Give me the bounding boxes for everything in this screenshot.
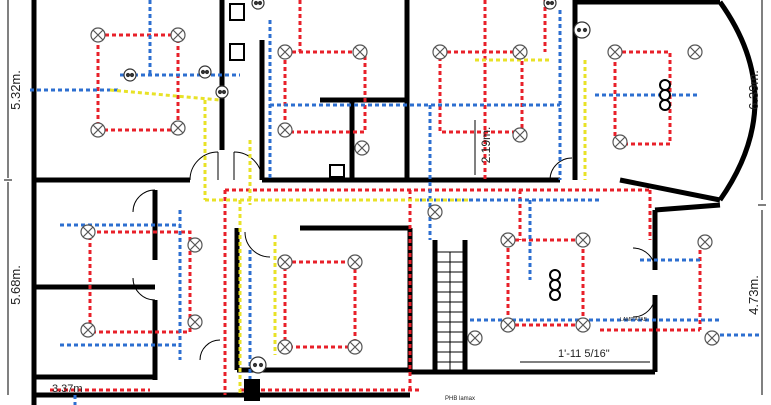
ceiling-light-icon [500,232,516,248]
ceiling-lights [80,27,720,355]
fan-units [549,79,671,301]
dim-left-bottom: 5.68m. [8,265,23,305]
dimension-lines [4,0,766,395]
ceiling-light-icon [575,317,591,333]
ceiling-light-icon [500,317,516,333]
duplex-outlet-icon [198,65,212,79]
stairs [435,251,465,370]
fan-coil-icon [659,79,671,111]
ceiling-light-icon [687,44,703,60]
duplex-outlet-icon [249,356,267,374]
ceiling-light-icon [80,322,96,338]
ceiling-light-icon [347,339,363,355]
ceiling-light-icon [612,134,628,150]
ceiling-light-icon [427,204,443,220]
door-swings [132,151,656,361]
electrical-panel-icon [229,43,245,61]
ceiling-light-icon [607,44,623,60]
ceiling-light-icon [90,27,106,43]
electrical-panel-icon [229,3,245,21]
ceiling-light-icon [187,314,203,330]
dim-left-top: 5.32m. [8,70,23,110]
duplex-outlet-icon [123,68,137,82]
ceiling-light-icon [170,120,186,136]
ceiling-light-icon [80,224,96,240]
duplex-outlet-icon [573,21,591,39]
dim-bottom-right: 1'-11 5/16" [558,348,610,360]
duplex-outlet-icon [215,85,229,99]
yellow-circuit [109,58,587,395]
curved-wall [717,0,758,202]
ceiling-light-icon [697,234,713,250]
ceiling-light-icon [277,254,293,270]
walls [31,0,721,405]
dim-right-bottom: 4.73m. [746,275,761,315]
ceiling-light-icon [352,44,368,60]
ceiling-light-icon [512,127,528,143]
room-label-right: LAMP ATAB [620,317,648,323]
electrical-panels [229,3,345,401]
red-circuit [50,0,702,395]
ceiling-light-icon [277,122,293,138]
ceiling-light-icon [467,330,483,346]
ceiling-light-icon [347,254,363,270]
electrical-panel-icon [329,164,345,178]
ceiling-light-icon [187,237,203,253]
ceiling-light-icon [277,339,293,355]
ceiling-light-icon [432,44,448,60]
ceiling-light-icon [90,122,106,138]
ceiling-light-icon [512,44,528,60]
dim-right-top: 6.39m. [746,70,761,110]
ceiling-light-icon [277,44,293,60]
duplex-outlet-icon [251,0,265,10]
fan-coil-icon [549,269,561,301]
electrical-panel-icon [244,379,260,401]
panel-label: PHB lamax [445,396,475,402]
ceiling-light-icon [575,232,591,248]
outlets [123,0,591,374]
dim-center: 2.19m. [479,127,493,164]
ceiling-light-icon [704,330,720,346]
ceiling-light-icon [354,140,370,156]
ceiling-light-icon [170,27,186,43]
dim-bottom-left: 3.37m [52,383,83,395]
duplex-outlet-icon [543,0,557,10]
blue-circuit [30,0,760,405]
